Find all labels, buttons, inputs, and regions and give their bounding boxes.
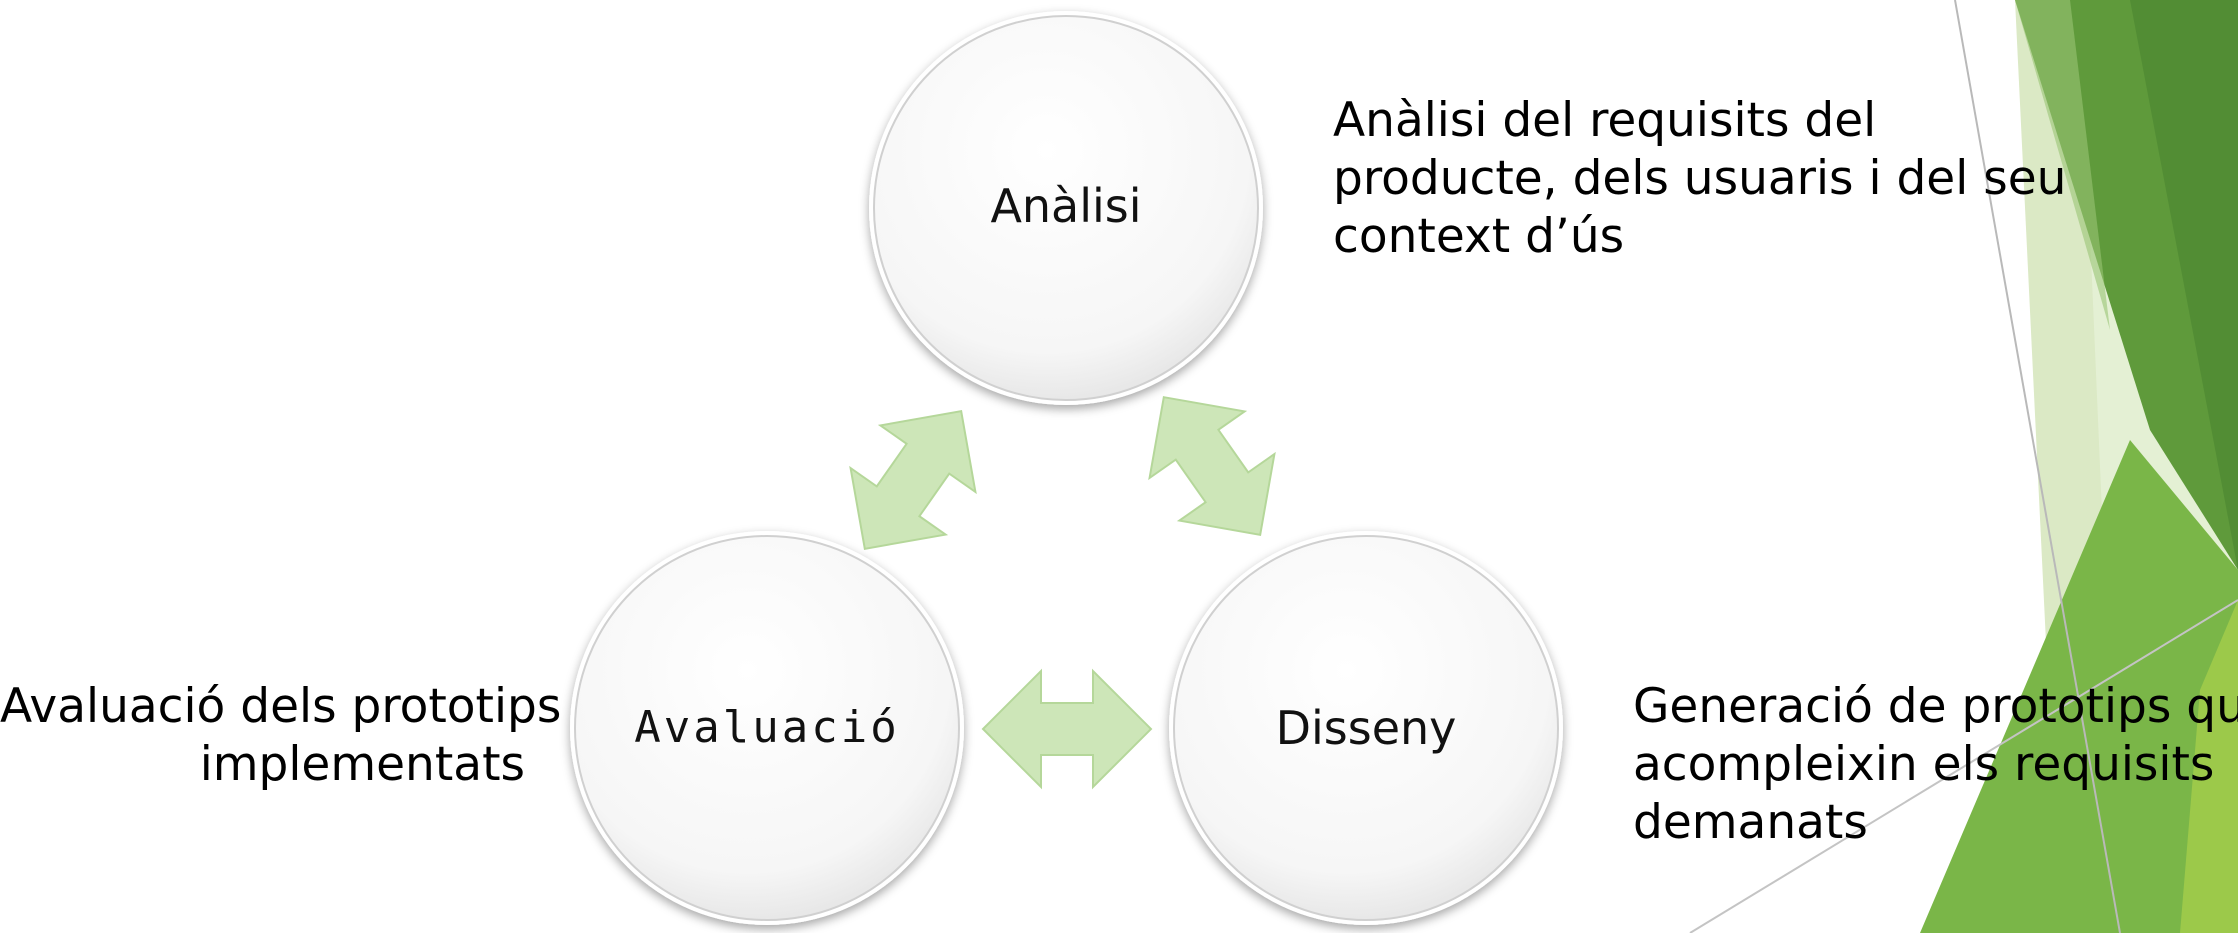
facet-lime [2180, 600, 2238, 933]
arrow-avaluacio-disseny [982, 670, 1152, 788]
description-analisi-line-1: Anàlisi del requisits del [1333, 93, 1877, 148]
facet-mid [1920, 440, 2238, 933]
node-avaluacio-label: Avaluació [634, 702, 900, 753]
description-disseny-line-2: acompleixin els requisits [1633, 737, 2215, 792]
description-disseny-line-3: demanats [1633, 795, 1868, 850]
node-avaluacio-circle [570, 531, 964, 925]
node-analisi-label: Anàlisi [990, 179, 1142, 233]
description-avaluacio: Avaluació dels prototips implementats [0, 678, 562, 794]
node-disseny-label: Disseny [1275, 701, 1457, 755]
description-analisi: Anàlisi del requisits del producte, dels… [1333, 92, 2066, 266]
description-disseny: Generació de prototips que acompleixin e… [1633, 678, 2238, 852]
description-avaluacio-line-1: Avaluació dels prototips [0, 679, 562, 734]
facet-top-light [2015, 0, 2110, 330]
node-analisi-circle [869, 11, 1263, 405]
decor-line-1 [1954, 0, 2121, 933]
arrow-analisi-disseny [1115, 362, 1309, 570]
description-disseny-line-1: Generació de prototips que [1633, 679, 2238, 734]
decor-line-2 [1689, 599, 2238, 933]
description-analisi-line-2: producte, dels usuaris i del seu [1333, 151, 2067, 206]
description-avaluacio-line-2: implementats [199, 737, 525, 792]
description-analisi-line-3: context d’ús [1333, 209, 1625, 264]
facet-darkest [2130, 0, 2238, 570]
node-disseny-circle [1169, 531, 1563, 925]
